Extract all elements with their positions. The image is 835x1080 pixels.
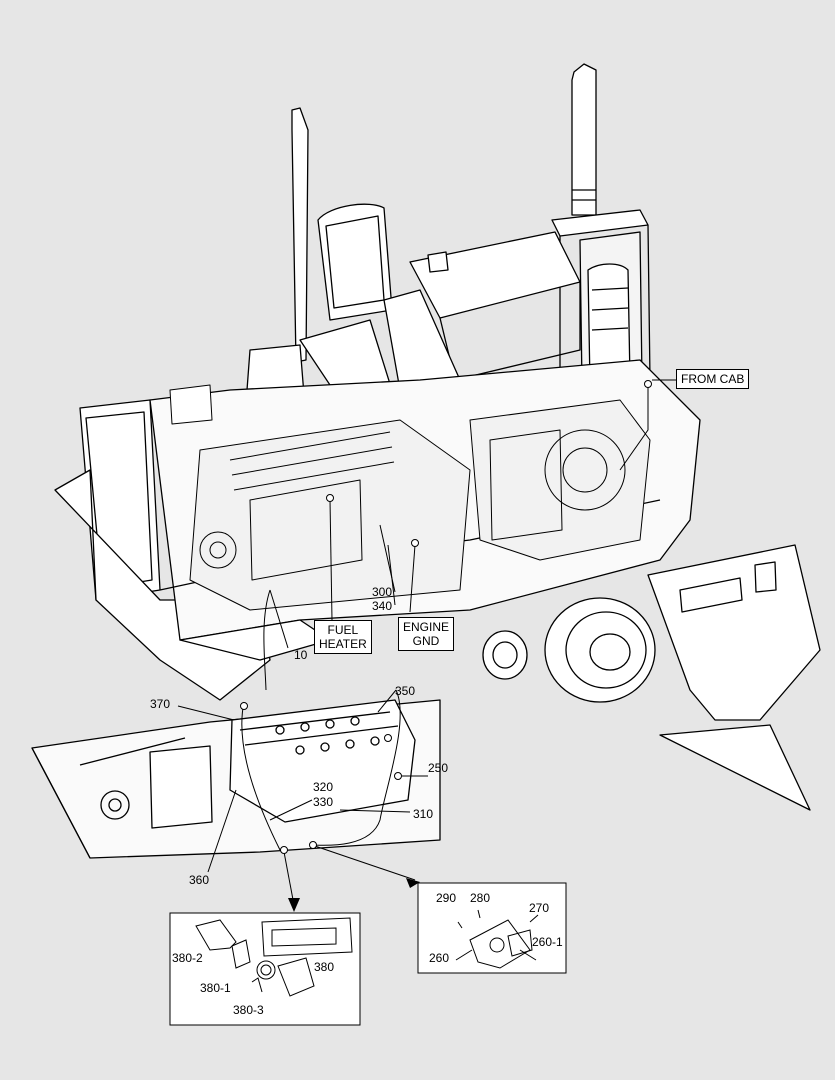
side-panel bbox=[647, 544, 821, 811]
part-label-260-1: 260-1 bbox=[532, 935, 563, 949]
part-label-310: 310 bbox=[413, 807, 434, 821]
callout-text-line-2: HEATER bbox=[319, 637, 367, 651]
callout-text-line-1: FUEL bbox=[327, 623, 359, 637]
arrowheads bbox=[288, 878, 420, 912]
part-label-270: 270 bbox=[529, 901, 550, 915]
part-label-370: 370 bbox=[150, 697, 171, 711]
transmission bbox=[469, 399, 651, 561]
part-label-380-2: 380-2 bbox=[172, 951, 203, 965]
part-label-330: 330 bbox=[313, 795, 334, 809]
part-label-320: 320 bbox=[313, 780, 334, 794]
part-label-250: 250 bbox=[428, 761, 449, 775]
callout-fuel-heater: FUEL HEATER bbox=[314, 620, 372, 654]
part-label-290: 290 bbox=[436, 891, 457, 905]
part-label-10: 10 bbox=[294, 648, 308, 662]
part-label-380: 380 bbox=[314, 960, 335, 974]
part-label-380-1: 380-1 bbox=[200, 981, 231, 995]
exhaust-stack bbox=[551, 63, 651, 386]
part-label-340: 340 bbox=[372, 599, 393, 613]
callout-from-cab: FROM CAB bbox=[676, 369, 750, 389]
part-label-360: 360 bbox=[189, 873, 210, 887]
final-drive bbox=[482, 597, 656, 703]
part-label-350: 350 bbox=[395, 684, 416, 698]
callout-text-line-2: GND bbox=[412, 634, 440, 648]
callout-text-line-1: ENGINE bbox=[403, 620, 450, 634]
part-label-300: 300 bbox=[372, 585, 393, 599]
part-label-260: 260 bbox=[429, 951, 450, 965]
detail-key-switch bbox=[169, 912, 361, 1026]
part-label-280: 280 bbox=[470, 891, 491, 905]
hood bbox=[383, 231, 581, 391]
battery-compartment bbox=[31, 699, 441, 859]
detail-bracket bbox=[417, 882, 567, 974]
callout-engine-gnd: ENGINE GND bbox=[398, 617, 455, 651]
leader-lines bbox=[177, 379, 676, 906]
part-label-380-3: 380-3 bbox=[233, 1003, 264, 1017]
callout-text: FROM CAB bbox=[681, 372, 745, 386]
